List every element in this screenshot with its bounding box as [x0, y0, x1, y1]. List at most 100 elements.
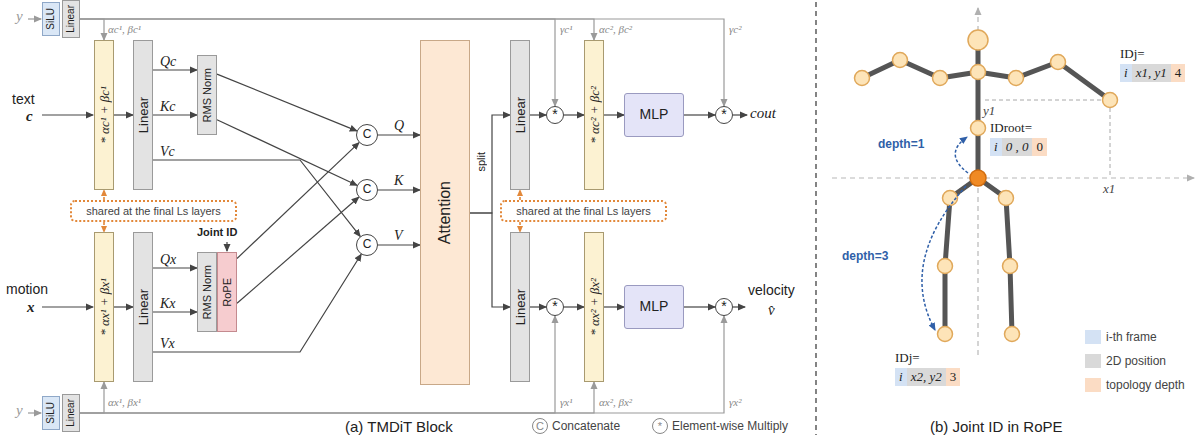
connector — [153, 114, 197, 115]
connector — [153, 267, 197, 268]
input-label: Joint ID — [197, 226, 237, 238]
node-text: C — [363, 183, 372, 196]
id-code-row: ix1, y14 — [1120, 64, 1185, 82]
linear-box: Linear — [510, 232, 530, 382]
node-text: RoPE — [222, 278, 233, 307]
node-text: Linear — [514, 97, 527, 133]
node-text: MLP — [640, 107, 669, 122]
depth-arrow — [955, 137, 968, 173]
node-text: * — [552, 107, 557, 122]
joint — [1051, 55, 1066, 70]
joint-id-code: IDj= ix1, y14 — [1120, 46, 1185, 82]
node-text: Linear — [137, 289, 150, 325]
attention-box: Attention — [420, 40, 470, 385]
connector — [153, 311, 197, 312]
legend-swatch — [1085, 354, 1101, 368]
id-segment: 0 , 0 — [1002, 138, 1033, 156]
projection-line — [985, 100, 1102, 101]
edge-label: Qx — [160, 252, 176, 267]
legend-swatch — [1085, 378, 1101, 392]
joint — [893, 53, 908, 68]
modulation-box: * αc² + βc² — [584, 40, 604, 190]
axis-label: x1 — [1103, 182, 1115, 196]
legend-text: Concatenate — [552, 418, 620, 434]
axis-label: y1 — [983, 104, 995, 118]
bone — [976, 40, 981, 178]
id-code-row: ix2, y23 — [895, 368, 960, 386]
multiply-circle: * — [715, 106, 733, 124]
connector — [80, 19, 594, 40]
connector — [114, 306, 133, 307]
output-label: velocity — [748, 283, 795, 298]
node-text: * αx¹ + βx¹ — [98, 278, 111, 336]
multiply-circle: * — [715, 298, 733, 316]
modulation-box: * αx² + βx² — [584, 232, 604, 382]
input-arrow — [42, 114, 93, 115]
id-segment: x2, y2 — [907, 368, 946, 386]
connector — [237, 197, 359, 303]
shared-layer-box: shared at the final Ls layers — [70, 200, 237, 222]
edge-label: Qc — [160, 54, 176, 69]
activation-box: SiLU — [42, 396, 60, 430]
node-text: RMS Norm — [202, 265, 213, 319]
depth-label: depth=3 — [842, 250, 888, 263]
joint — [1009, 71, 1024, 86]
legend-text: 2D position — [1106, 353, 1166, 369]
id-segment: i — [1120, 64, 1132, 82]
root-joint — [970, 170, 986, 186]
id-heading: IDj= — [1120, 46, 1185, 62]
node-text: RMS Norm — [202, 68, 213, 122]
linear-box: Linear — [133, 232, 153, 382]
multiply-circle: * — [546, 106, 564, 124]
connector — [237, 143, 359, 259]
id-heading: IDroot= — [990, 120, 1047, 136]
edge-label: γx² — [729, 396, 742, 408]
joint — [933, 71, 948, 86]
connector — [564, 306, 584, 307]
node-text: MLP — [640, 299, 669, 314]
connector — [530, 306, 546, 307]
edge-label: V — [394, 228, 403, 243]
legend-symbol: C — [532, 418, 548, 434]
connector — [530, 114, 546, 115]
linear-box: Linear — [133, 40, 153, 190]
edge-label: Q — [394, 118, 404, 133]
connector — [80, 382, 594, 413]
node-text: C — [363, 128, 372, 141]
depth-label: depth=1 — [878, 138, 924, 151]
concat-circle: C — [356, 179, 378, 201]
connector — [80, 19, 104, 40]
legend-swatch — [1085, 330, 1101, 344]
joint-id-code: IDroot= i0 , 00 — [990, 120, 1047, 156]
modulation-box: * αx¹ + βx¹ — [94, 232, 114, 382]
norm-box: RMS Norm — [197, 55, 217, 135]
output-label: v̂ — [768, 302, 775, 319]
connector — [103, 222, 105, 232]
edge-label: αc¹, βc¹ — [108, 23, 141, 35]
joint — [1103, 93, 1118, 108]
modulation-box: * αc¹ + βc¹ — [94, 40, 114, 190]
joint — [968, 30, 988, 50]
id-segment: 3 — [946, 368, 961, 386]
output-arrow — [733, 306, 745, 307]
legend-symbol-text: * — [658, 421, 662, 432]
activation-box: SiLU — [42, 2, 60, 36]
joint — [938, 259, 953, 274]
id-segment: 4 — [1171, 64, 1186, 82]
panel-divider — [815, 2, 816, 435]
operation-label: split — [476, 152, 487, 172]
edge-label: Kc — [160, 99, 176, 114]
input-arrow — [28, 18, 41, 19]
node-text: Linear — [66, 5, 76, 33]
mlp-box: MLP — [624, 285, 684, 329]
input-label: motion — [6, 282, 48, 297]
node-text: Attention — [437, 181, 453, 244]
rope-box: RoPE — [217, 252, 237, 332]
node-text: * — [552, 299, 557, 314]
x-axis — [832, 177, 1194, 178]
node-text: * αc¹ + βc¹ — [98, 86, 111, 144]
node-text: shared at the final Ls layers — [86, 205, 221, 217]
connector — [564, 114, 584, 115]
id-code-row: i0 , 00 — [990, 138, 1047, 156]
